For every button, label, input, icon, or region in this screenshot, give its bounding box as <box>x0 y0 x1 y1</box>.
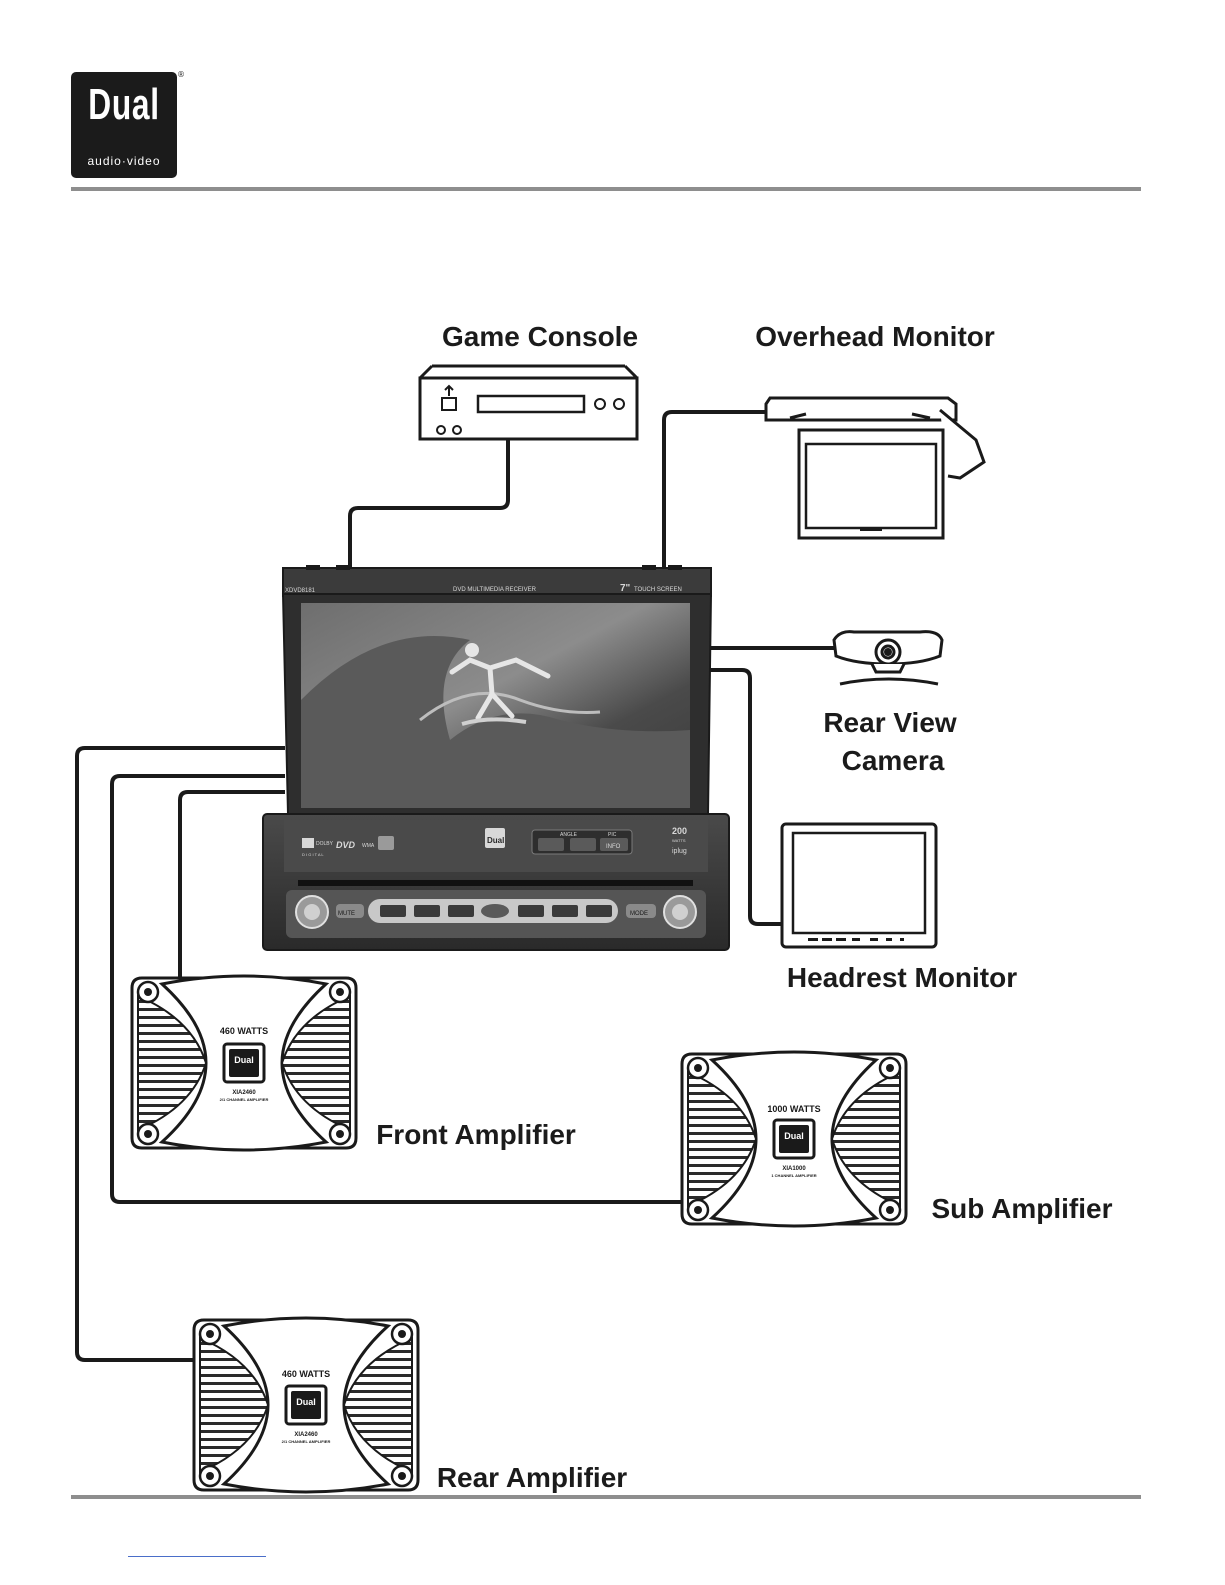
rear-amp-watts: 460 WATTS <box>282 1369 330 1379</box>
sub-amp-logo: Dual <box>784 1131 804 1141</box>
receiver-pic-label: PIC <box>608 832 617 838</box>
sub-amp-type: 1 CHANNEL AMPLIFIER <box>771 1173 816 1178</box>
sub-amp-watts: 1000 WATTS <box>767 1104 820 1114</box>
rear-amplifier-icon <box>192 1316 420 1494</box>
receiver-dvd-logo: DVD <box>336 840 356 850</box>
sub-amplifier-icon <box>680 1050 908 1228</box>
logo-wordmark: Dual <box>88 80 160 129</box>
footer-rule <box>71 1495 1141 1499</box>
wave-art <box>301 636 690 808</box>
receiver-watts: 200 <box>672 826 687 836</box>
receiver-brand: Dual <box>487 836 504 845</box>
cable-sub-amplifier <box>110 774 686 1204</box>
front-amp-model: XIA2460 <box>232 1090 256 1096</box>
label-front-amplifier: Front Amplifier <box>376 1119 576 1150</box>
registered-mark: ® <box>177 70 185 79</box>
label-rear-view-camera-line2: Camera <box>841 745 945 776</box>
cable-rear-amplifier <box>75 746 285 1362</box>
receiver-info-button: INFO <box>606 844 621 850</box>
rear-amp-type: 2/1 CHANNEL AMPLIFIER <box>282 1439 331 1444</box>
label-sub-amplifier: Sub Amplifier <box>931 1193 1113 1224</box>
receiver-model: XDVD8181 <box>285 588 316 594</box>
receiver-dolby: DOLBY <box>316 841 334 847</box>
receiver-header-text: DVD MULTIMEDIA RECEIVER <box>453 587 537 593</box>
receiver-digital: D I G I T A L <box>302 852 324 857</box>
rear-amp-model: XIA2460 <box>294 1432 318 1438</box>
receiver-touch-screen: TOUCH SCREEN <box>634 587 682 593</box>
receiver-unit <box>262 565 730 951</box>
label-rear-amplifier: Rear Amplifier <box>436 1462 628 1493</box>
label-game-console: Game Console <box>441 321 639 352</box>
receiver-mute-button: MUTE <box>338 911 355 917</box>
front-amp-type: 2/1 CHANNEL AMPLIFIER <box>220 1097 269 1102</box>
cables <box>75 410 838 1362</box>
headrest-monitor-icon <box>780 822 938 949</box>
receiver-screen-size: 7" <box>620 583 631 594</box>
front-amp-watts: 460 WATTS <box>220 1026 268 1036</box>
receiver-watts-unit: WATTS <box>672 838 686 843</box>
label-headrest-monitor: Headrest Monitor <box>786 962 1018 993</box>
front-amp-logo: Dual <box>234 1055 254 1065</box>
receiver-wma-logo: WMA <box>362 843 375 849</box>
receiver-angle-label: ANGLE <box>560 832 578 838</box>
sub-amp-model: XIA1000 <box>782 1166 806 1172</box>
label-overhead-monitor: Overhead Monitor <box>755 321 995 352</box>
label-rear-view-camera-line1: Rear View <box>823 707 957 738</box>
cable-headrest-monitor <box>708 668 786 926</box>
overhead-monitor-icon <box>764 396 986 540</box>
surfer-figure <box>449 657 551 721</box>
cable-game-console <box>348 440 510 570</box>
cable-overhead-monitor <box>662 410 768 570</box>
game-console-icon <box>418 364 639 441</box>
rear-camera-icon <box>832 630 944 686</box>
dual-logo: Dual audio·video <box>71 72 177 178</box>
logo-subtext: audio·video <box>87 154 161 168</box>
front-amplifier-icon <box>130 974 358 1152</box>
receiver-iplug: iplug <box>672 848 687 855</box>
receiver-mode-button: MODE <box>630 911 648 917</box>
cable-front-amplifier <box>178 790 285 982</box>
rear-amp-logo: Dual <box>296 1397 316 1407</box>
header-rule <box>71 187 1141 191</box>
footer-link-underline <box>128 1556 266 1557</box>
